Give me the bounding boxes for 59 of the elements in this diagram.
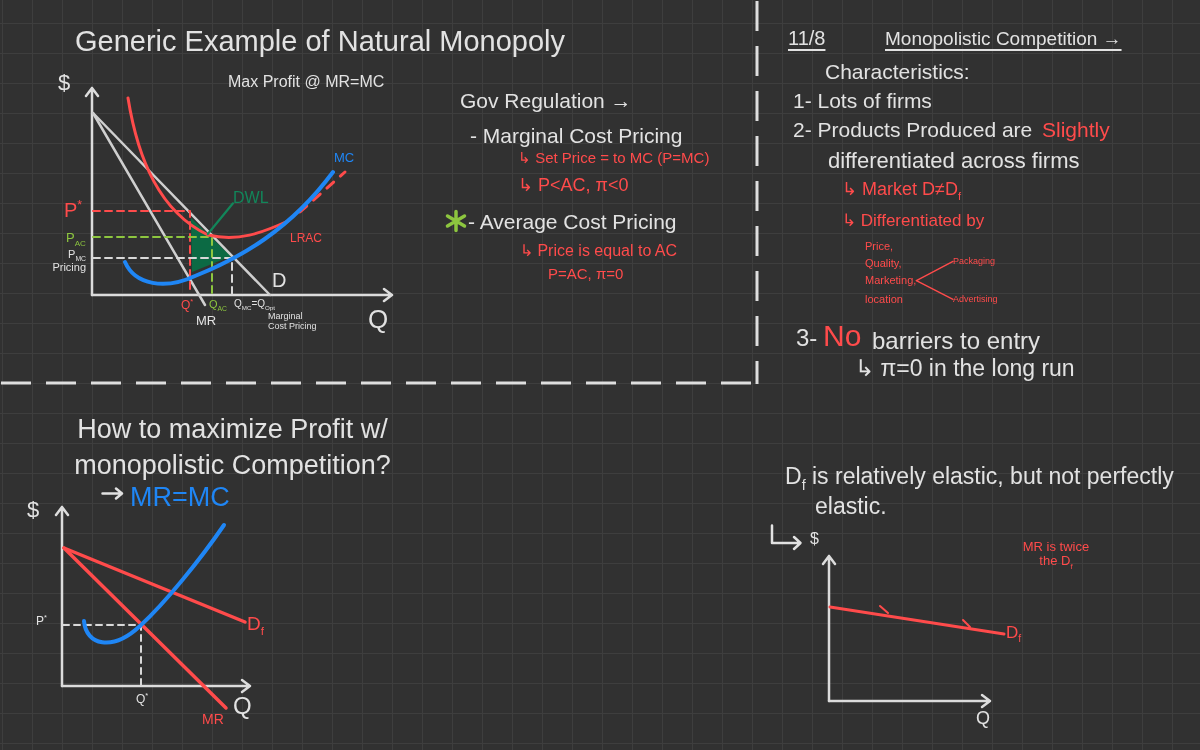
quantity-label: Q$_{AC}$ — [209, 298, 228, 312]
section-heading: Generic Example of Natural Monopoly — [75, 24, 565, 59]
note: ↳ Price is equal to AC — [520, 241, 678, 261]
section-heading: Gov Regulation → — [460, 88, 632, 114]
note: Max Profit @ MR=MC — [228, 72, 385, 92]
bracket-line — [915, 260, 954, 282]
list-item: Price, — [865, 240, 894, 254]
note: ↳ Differentiated by — [842, 211, 985, 232]
bullet-point: - Marginal Cost Pricing — [470, 123, 683, 149]
curve-label: D — [272, 268, 287, 292]
axis-note: Marginal Cost Pricing — [268, 312, 318, 332]
note: P=AC, π=0 — [548, 265, 624, 283]
list-item: differentiated across firms — [828, 148, 1080, 175]
quantity-label: Q$_{MC}$=Q$_{Opt}$ — [234, 298, 275, 310]
price-label: P$_{MC}$ Pricing — [51, 248, 86, 274]
date-label: 11/8 — [788, 26, 826, 50]
note: ↳ Market D≠D$_{f}$ — [842, 179, 961, 201]
price-label: P$^{*}$ — [64, 198, 83, 222]
axis-label: $ — [58, 70, 71, 97]
leader-line — [206, 202, 235, 236]
list-item: location — [865, 293, 903, 307]
subheading: Characteristics: — [825, 59, 970, 85]
highlighted-word: Slightly — [1042, 117, 1110, 143]
note: ↳ P<AC, π<0 — [518, 175, 629, 197]
curve-label: D$_{f}$ — [1006, 623, 1022, 644]
curve-label: D$_{f}$ — [247, 613, 264, 636]
list-number: 3- — [796, 324, 818, 353]
bracket-line — [915, 279, 954, 301]
branch-label: Advertising — [953, 294, 998, 305]
highlighted-word: No — [823, 318, 862, 354]
price-label: P$^{*}$ — [36, 614, 47, 629]
formula: MR=MC — [130, 481, 230, 514]
note: ↳ Set Price = to MC (P=MC) — [518, 149, 710, 167]
axis-label: $ — [810, 529, 819, 549]
curve-label: MR — [196, 313, 217, 329]
section-heading: Monopolistic Competition → — [885, 28, 1122, 51]
curve-label: MC — [334, 150, 355, 166]
curve-label: MR — [202, 711, 224, 728]
price-label: P$_{AC}$ — [66, 230, 86, 246]
list-item: 2- Products Produced are — [793, 117, 1033, 143]
bullet-point: - Average Cost Pricing — [468, 209, 677, 235]
quantity-label: Q$^{*}$ — [181, 298, 194, 313]
list-item: barriers to entry — [872, 327, 1041, 356]
note: D$_{f}$ is relatively elastic, but not perfectly elastic. — [785, 462, 1175, 521]
axis-label: Q — [233, 692, 252, 721]
note: ↳ π=0 in the long run — [855, 355, 1075, 383]
note: MR is twice the D$_{f}$ — [1021, 540, 1091, 569]
question-heading: How to maximize Profit w/ monopolistic Competition? — [73, 413, 392, 482]
axis-label: $ — [27, 497, 40, 524]
branch-label: Packaging — [953, 256, 996, 267]
axis-label: Q — [368, 304, 389, 336]
shaded-area — [190, 217, 232, 273]
list-item: Marketing, — [865, 274, 917, 288]
quantity-label: Q$^{*}$ — [136, 692, 149, 707]
curve-label: LRAC — [290, 231, 322, 246]
list-item: Quality, — [865, 257, 902, 271]
list-item: 1- Lots of firms — [793, 88, 932, 114]
area-label: DWL — [233, 188, 269, 208]
axis-label: Q — [976, 708, 990, 730]
